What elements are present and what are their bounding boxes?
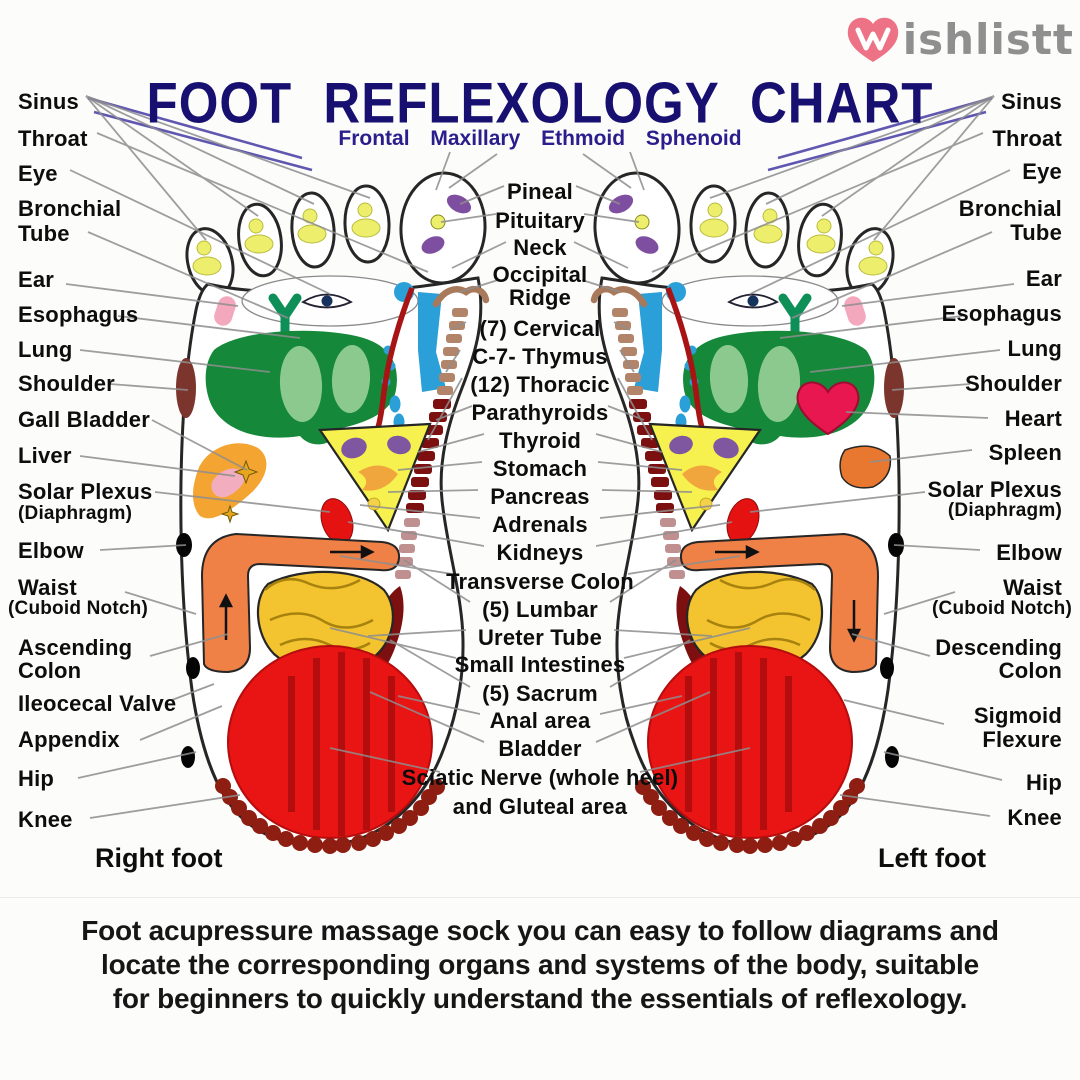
right-label-lung: Lung bbox=[1007, 336, 1062, 361]
product-description: Foot acupressure massage sock you can ea… bbox=[0, 914, 1080, 1016]
center-label-ridge: Ridge bbox=[508, 285, 572, 310]
center-label-sciatic-nerve: Sciatic Nerve (whole heel) bbox=[401, 765, 679, 790]
description-line-3: for beginners to quickly understand the … bbox=[112, 983, 968, 1014]
center-label-pineal: Pineal bbox=[506, 179, 573, 204]
center-label-cervical: (7) Cervical bbox=[479, 316, 601, 341]
description-line-2: locate the corresponding organs and syst… bbox=[101, 949, 979, 980]
right-label-sigmoid-flexure: Flexure bbox=[982, 727, 1062, 752]
center-label-ureter-tube: Ureter Tube bbox=[477, 625, 603, 650]
center-label-kidneys: Kidneys bbox=[496, 540, 584, 565]
center-label-lumbar: (5) Lumbar bbox=[482, 597, 598, 622]
left-label-ascending-colon: Colon bbox=[18, 658, 82, 683]
right-label-sinus: Sinus bbox=[1001, 89, 1062, 114]
left-label-lung: Lung bbox=[18, 337, 73, 362]
center-label-neck: Neck bbox=[513, 235, 567, 260]
center-label-thyroid: Thyroid bbox=[498, 428, 582, 453]
center-label-anal-area: Anal area bbox=[489, 708, 591, 733]
center-label-pituitary: Pituitary bbox=[495, 208, 585, 233]
right-label-cuboid-notch: (Cuboid Notch) bbox=[932, 598, 1072, 619]
right-label-descending: Descending bbox=[935, 635, 1062, 660]
left-label-ear: Ear bbox=[18, 267, 55, 292]
right-label-bronchial-tube: Tube bbox=[1010, 220, 1062, 245]
right-label-hip: Hip bbox=[1025, 770, 1062, 795]
left-label-shoulder: Shoulder bbox=[18, 371, 115, 396]
right-label-diaphragm: (Diaphragm) bbox=[947, 500, 1062, 521]
right-label-solar-plexus: Solar Plexus bbox=[927, 477, 1062, 502]
left-foot-caption: Left foot bbox=[878, 843, 986, 873]
left-label-hip: Hip bbox=[18, 766, 55, 791]
right-label-shoulder: Shoulder bbox=[965, 371, 1062, 396]
left-label-gall-bladder: Gall Bladder bbox=[18, 407, 150, 432]
right-foot-caption: Right foot bbox=[95, 843, 223, 873]
center-label-parathyroids: Parathyroids bbox=[471, 400, 609, 425]
left-label-sinus: Sinus bbox=[18, 89, 79, 114]
center-label-c7-thymus: C-7- Thymus bbox=[472, 344, 608, 369]
sinus-streaks bbox=[87, 96, 993, 172]
heart-w-icon bbox=[847, 17, 898, 62]
center-label-sacrum: (5) Sacrum bbox=[482, 681, 598, 706]
spleen-zone bbox=[839, 445, 892, 489]
page-subtitle: Frontal Maxillary Ethmoid Sphenoid bbox=[338, 127, 742, 150]
left-label-diaphragm: (Diaphragm) bbox=[18, 503, 133, 524]
right-label-knee: Knee bbox=[1007, 805, 1062, 830]
center-label-occipital: Occipital bbox=[492, 262, 588, 287]
left-label-bronchial: Bronchial bbox=[18, 196, 122, 221]
center-label-small-intestines: Small Intestines bbox=[454, 652, 626, 677]
center-label-gluteal-area: and Gluteal area bbox=[452, 794, 628, 819]
left-label-ileocecal-valve: Ileocecal Valve bbox=[18, 691, 177, 716]
center-label-bladder: Bladder bbox=[498, 736, 582, 761]
left-label-bronchial-tube: Tube bbox=[18, 221, 70, 246]
wishlistt-logo: ishlistt bbox=[844, 10, 1074, 68]
left-label-waist: Waist bbox=[18, 575, 77, 600]
left-label-elbow: Elbow bbox=[18, 538, 84, 563]
description-line-1: Foot acupressure massage sock you can ea… bbox=[81, 915, 999, 946]
center-label-pancreas: Pancreas bbox=[490, 484, 590, 509]
liver-zone bbox=[193, 443, 267, 519]
right-label-sigmoid: Sigmoid bbox=[973, 703, 1062, 728]
brand-name: ishlistt bbox=[902, 14, 1074, 64]
right-label-throat: Throat bbox=[992, 126, 1062, 151]
left-label-esophagus: Esophagus bbox=[18, 302, 139, 327]
center-label-adrenals: Adrenals bbox=[492, 512, 588, 537]
left-label-ascending: Ascending bbox=[18, 635, 133, 660]
right-label-esophagus: Esophagus bbox=[941, 301, 1062, 326]
left-foot-illustration bbox=[592, 171, 904, 854]
left-label-eye: Eye bbox=[18, 161, 58, 186]
left-label-solar-plexus: Solar Plexus bbox=[18, 479, 153, 504]
leader-lines bbox=[65, 95, 1015, 819]
left-label-throat: Throat bbox=[18, 126, 88, 151]
heart-zone bbox=[796, 381, 860, 436]
center-label-thoracic: (12) Thoracic bbox=[470, 372, 610, 397]
left-label-knee: Knee bbox=[18, 807, 73, 832]
right-label-spleen: Spleen bbox=[988, 440, 1062, 465]
center-label-stomach: Stomach bbox=[492, 456, 588, 481]
left-label-liver: Liver bbox=[18, 443, 72, 468]
right-label-eye: Eye bbox=[1022, 159, 1062, 184]
section-divider bbox=[0, 897, 1080, 898]
left-label-cuboid-notch: (Cuboid Notch) bbox=[8, 598, 148, 619]
right-foot-illustration bbox=[176, 171, 488, 854]
gall-bladder-zone bbox=[220, 459, 259, 524]
right-label-bronchial: Bronchial bbox=[958, 196, 1062, 221]
right-label-heart: Heart bbox=[1004, 406, 1062, 431]
page-title: FOOT REFLEXOLOGY CHART bbox=[146, 71, 934, 135]
right-label-elbow: Elbow bbox=[996, 540, 1062, 565]
right-label-waist: Waist bbox=[1003, 575, 1062, 600]
left-label-appendix: Appendix bbox=[18, 727, 120, 752]
right-label-ear: Ear bbox=[1025, 266, 1062, 291]
center-label-transverse-colon: Transverse Colon bbox=[446, 569, 634, 594]
right-label-descending-colon: Colon bbox=[998, 658, 1062, 683]
